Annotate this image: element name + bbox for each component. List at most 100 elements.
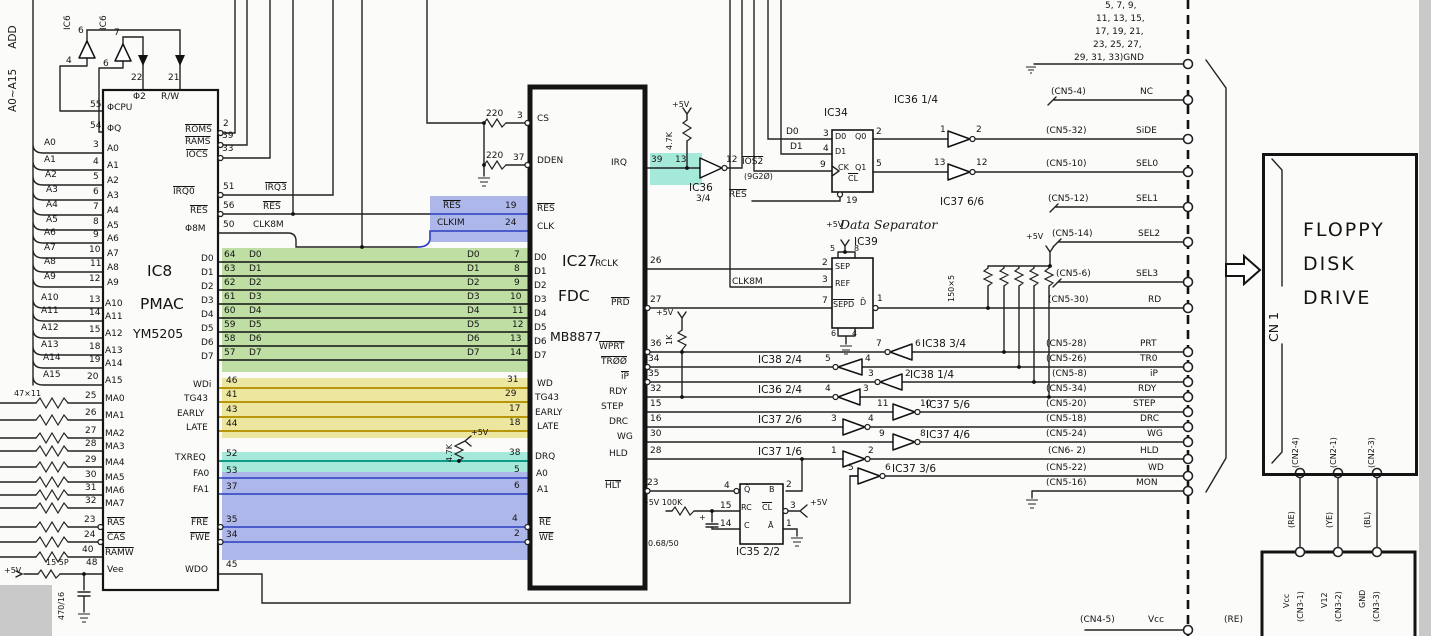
schematic-label: A0 <box>107 144 119 154</box>
wire-layer <box>0 0 1378 631</box>
schematic-label: 3 <box>93 140 99 150</box>
schematic-label: 19 <box>505 201 517 211</box>
schematic-label: 28 <box>85 439 97 449</box>
schematic-label: 1 <box>877 294 883 304</box>
schematic-label: 46 <box>226 376 238 386</box>
schematic-label: WG <box>617 432 633 442</box>
ic37-3-6-inverter <box>857 467 881 485</box>
schematic-label: Q0 <box>855 132 867 141</box>
schematic-label: 35 <box>226 515 238 525</box>
schematic-label: SEPD <box>833 300 855 309</box>
schematic-label: 14 <box>510 348 522 358</box>
schematic-label: 27 <box>85 426 97 436</box>
cn5-ref: (CN5-16) <box>1046 478 1087 488</box>
inversion-bubbles <box>97 119 976 546</box>
schematic-label: 6 <box>831 329 837 338</box>
schematic-label: D1 <box>201 268 214 278</box>
cn3-signal: V12 <box>1320 592 1329 608</box>
ic37-1-6-inverter <box>842 450 866 468</box>
cn3-ref: (CN3-1) <box>1296 591 1305 622</box>
schematic-label: TG43 <box>184 394 208 404</box>
schematic-label: A9 <box>44 272 56 282</box>
schematic-label: Vee <box>107 565 124 575</box>
gnd-pin-list: 17, 19, 21, <box>1095 27 1144 37</box>
schematic-label: IC37 5/6 <box>926 399 971 411</box>
schematic-label: D3 <box>249 292 262 302</box>
schematic-label: FWE <box>190 533 210 543</box>
schematic-label: 18 <box>89 342 101 352</box>
ic27-title: IC27 <box>562 252 598 270</box>
schematic-label: 15 <box>720 501 732 511</box>
ic39-box <box>831 257 874 329</box>
cn3-ref: (CN3-2) <box>1334 591 1343 622</box>
schematic-label: D0 <box>249 250 262 260</box>
schematic-label: IC37 4/6 <box>926 429 971 441</box>
schematic-label: 8 <box>854 244 860 253</box>
schematic-label: D2 <box>201 282 214 292</box>
schematic-label: D3 <box>201 296 214 306</box>
schematic-label: 50 <box>223 220 235 230</box>
schematic-label: CLK <box>537 222 555 232</box>
schematic-label: D6 <box>249 334 262 344</box>
schematic-label: IOCS <box>186 150 208 160</box>
schematic-label: IC38 2/4 <box>758 354 803 366</box>
schematic-label: 6 <box>885 463 891 473</box>
cn4-ref: (CN4-5) <box>1080 615 1115 625</box>
schematic-label: 19 <box>89 355 101 365</box>
schematic-label: B <box>769 485 775 494</box>
fdd-title-line3: DRIVE <box>1303 287 1372 309</box>
highlight-data-bus <box>222 248 530 372</box>
cn3-signal: GND <box>1358 589 1367 608</box>
cn5-ref: (CN5-20) <box>1046 399 1087 409</box>
schematic-label: 30 <box>650 429 662 439</box>
schematic-label: 39 <box>222 131 234 141</box>
schematic-label: MA7 <box>105 499 125 509</box>
schematic-label: A15 <box>105 376 123 386</box>
resistor-value: 150×5 <box>947 274 956 302</box>
schematic-label: CLKIM <box>437 218 465 228</box>
schematic-label: RE <box>539 518 551 528</box>
schematic-label: DRC <box>609 417 629 427</box>
schematic-label: 37 <box>513 153 525 163</box>
ic8-part: YM5205 <box>133 326 184 341</box>
ic37-5-6-inverter <box>892 403 916 421</box>
schematic-label: 5 <box>514 465 520 475</box>
schematic-label: A7 <box>44 243 56 253</box>
highlight-res-clk <box>430 196 530 242</box>
schematic-label: FRE <box>191 518 209 528</box>
schematic-label: 1 <box>786 519 792 529</box>
schematic-label: IC36 <box>689 182 713 194</box>
schematic-label: D4 <box>249 306 262 316</box>
cn5-ref: (CN5-22) <box>1046 463 1087 473</box>
resistor-value: 4.7K <box>445 444 454 462</box>
cn5-signal: iP <box>1150 369 1158 379</box>
schematic-label: STEP <box>601 402 624 412</box>
schematic-label: 6 <box>93 187 99 197</box>
resistor-value: 47×11 <box>14 389 42 398</box>
schematic-label: 16 <box>650 414 662 424</box>
schematic-label: 1 <box>940 125 946 135</box>
schematic-label: 2 <box>514 529 520 539</box>
schematic-label: 14 <box>89 308 101 318</box>
schematic-label: D0 <box>201 254 214 264</box>
schematic-label: A11 <box>41 306 59 316</box>
cn5-signal: PRT <box>1140 339 1157 349</box>
schematic-label: WDO <box>185 565 208 575</box>
schematic-label: A6 <box>107 234 119 244</box>
schematic-label: 2 <box>905 369 911 379</box>
cn5-ref: (CN5-24) <box>1046 429 1087 439</box>
schematic-label: +5V <box>4 566 22 575</box>
schematic-label: 4 <box>66 56 72 66</box>
schematic-label: IC38 3/4 <box>922 338 967 350</box>
cn5-signal: MON <box>1136 478 1158 488</box>
schematic-label: 6 <box>103 59 109 69</box>
schematic-label: 7 <box>93 202 99 212</box>
schematic-label: 64 <box>224 250 236 260</box>
schematic-label: 59 <box>224 320 236 330</box>
schematic-label: 60 <box>224 306 236 316</box>
cn5-ref: (CN5-28) <box>1046 339 1087 349</box>
schematic-label: +5V 100K <box>642 498 683 507</box>
schematic-label: A4 <box>46 200 58 210</box>
capacitor-value: 0.68/50 <box>648 539 679 548</box>
cn5-signal: NC <box>1140 87 1154 97</box>
